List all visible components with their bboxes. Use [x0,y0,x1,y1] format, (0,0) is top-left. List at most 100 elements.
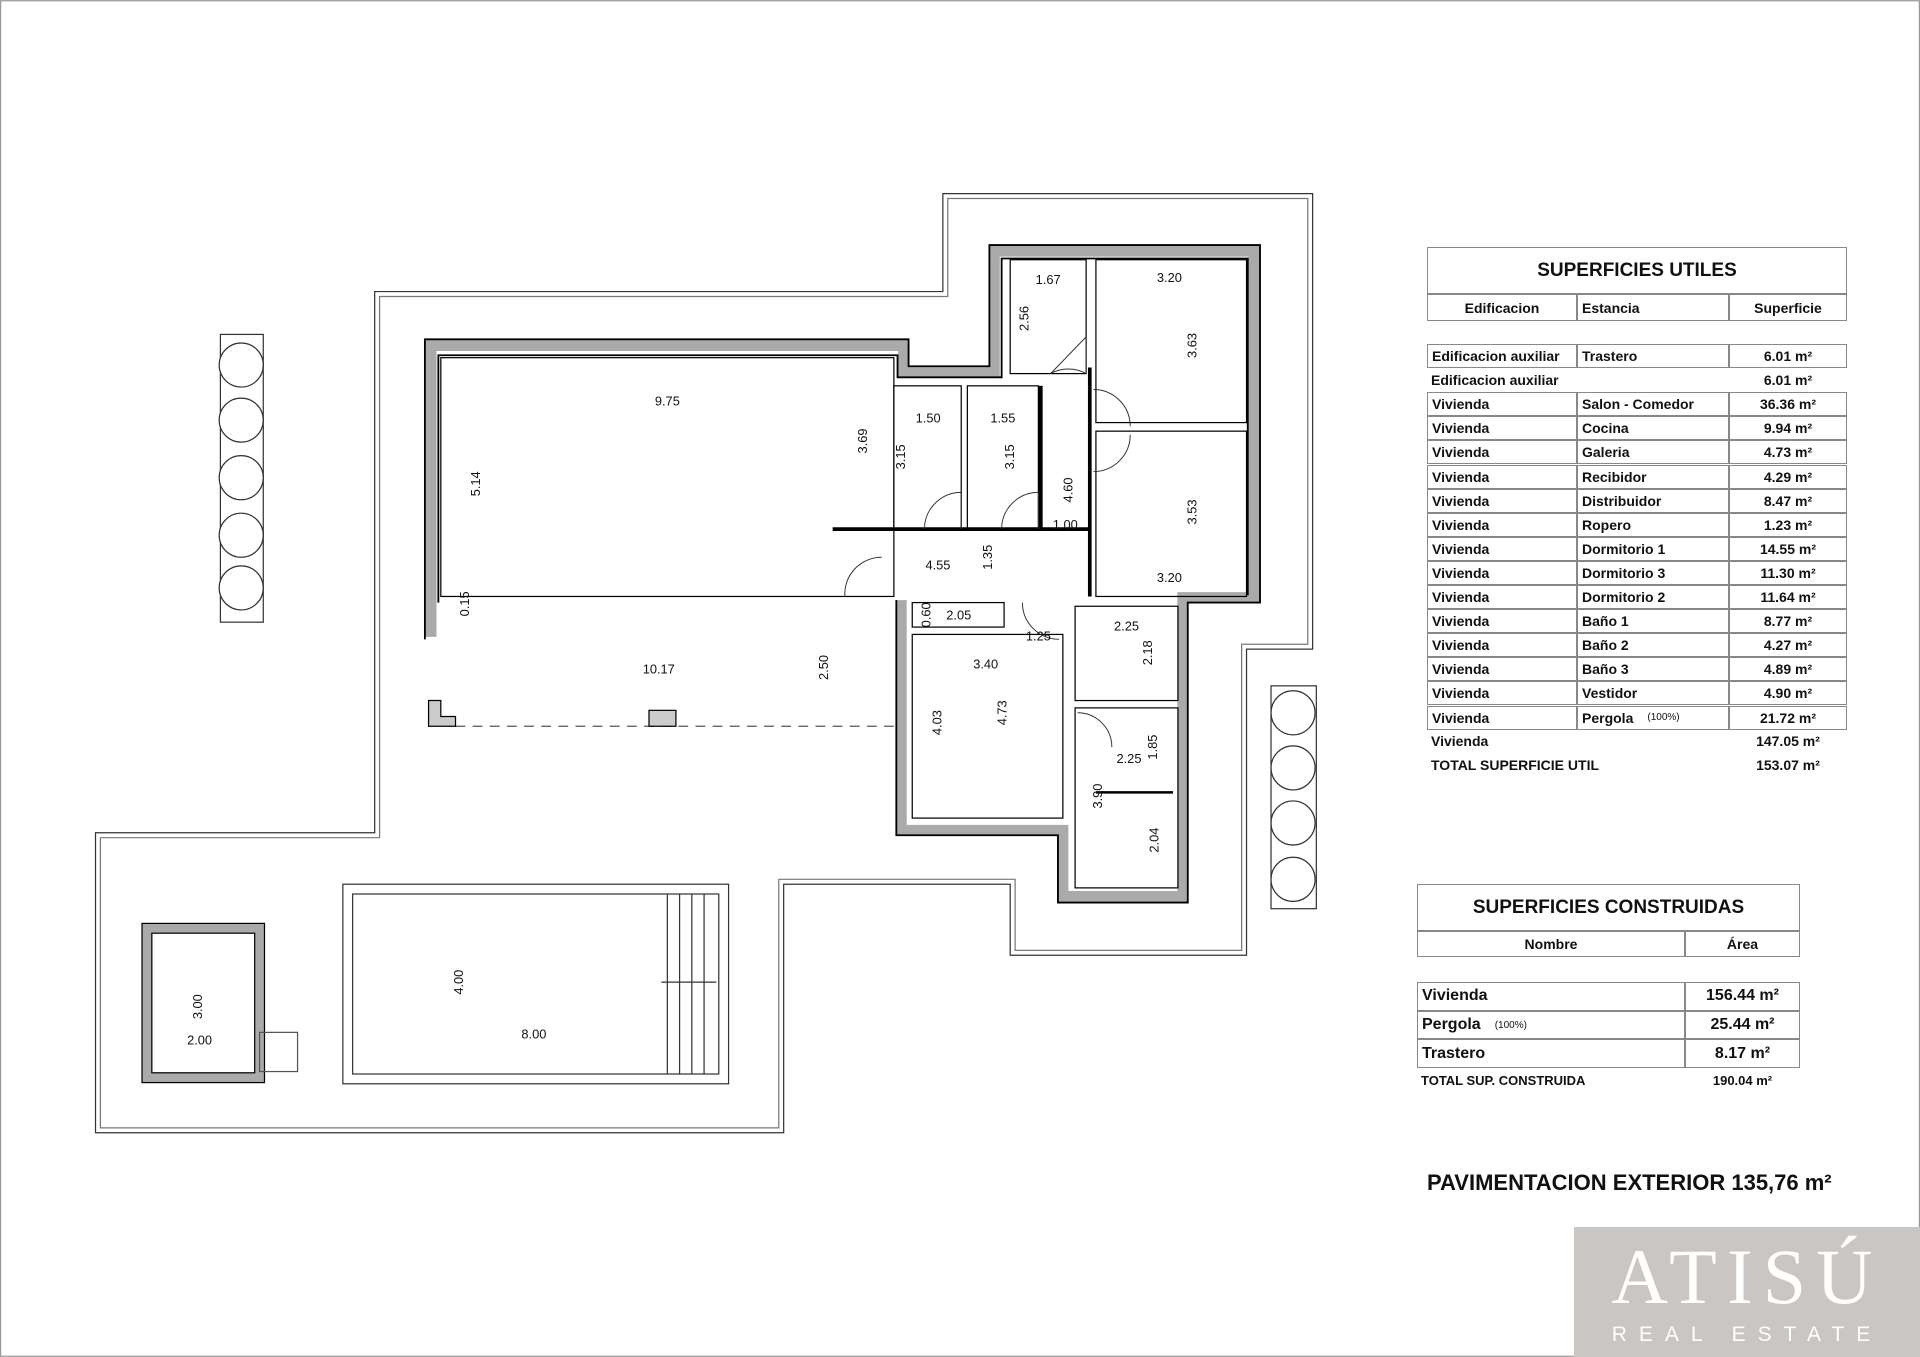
row-edificacion: Vivienda [1427,657,1577,682]
dimension-label: 3.90 [1090,784,1105,809]
row-superficie: 6.01 m² [1729,344,1847,368]
construidas-row-name: Pergola(100%) [1417,1010,1685,1040]
dimension-label: 3.00 [190,994,205,1019]
utiles-header-estancia: Estancia [1577,294,1729,321]
row-edificacion-text: Vivienda [1432,709,1490,726]
room-galeria [911,601,1005,628]
row-edificacion-text: Vivienda [1432,564,1490,581]
row-superficie-text: 4.89 m² [1763,661,1813,678]
terrace-outline [94,192,1314,1134]
row-edificacion-text: Vivienda [1432,516,1490,533]
row-superficie: 4.73 m² [1729,440,1847,465]
row-estancia-text: Distribuidor [1582,492,1662,509]
row-estancia-text: Dormitorio 2 [1582,589,1666,605]
dimension-label: 1.85 [1145,735,1160,760]
row-estancia-text: Pergola [1582,709,1634,726]
row-edificacion-text: Vivienda [1432,589,1490,605]
dimension-label: 3.69 [855,428,870,453]
row-edificacion-text: Vivienda [1432,637,1490,654]
dimension-label: 2.25 [1114,619,1139,634]
row-estancia [1577,368,1729,392]
row-edificacion-text: Vivienda [1432,685,1490,702]
construidas-row-name-text: Pergola [1422,1016,1481,1034]
dimension-label: 4.03 [930,710,945,735]
construidas-total-value: 190.04 m² [1712,1072,1773,1088]
row-estancia: Baño 2 [1577,633,1729,658]
trastero [141,922,299,1084]
row-edificacion-text: Vivienda [1432,492,1490,509]
construidas-row-value-text: 8.17 m² [1714,1044,1771,1062]
dimension-label: 1.00 [1053,517,1078,532]
utiles-total-value: 153.07 m² [1756,757,1820,773]
row-edificacion: Vivienda [1427,488,1577,513]
utiles-title: SUPERFICIES UTILES [1427,247,1847,294]
row-edificacion-text: Vivienda [1432,468,1490,485]
row-edificacion: Vivienda [1427,512,1577,537]
house-walls [423,244,1261,904]
row-edificacion: Vivienda [1427,705,1577,730]
trees-right [1270,685,1317,910]
row-edificacion: Vivienda [1427,392,1577,417]
row-edificacion-text: Vivienda [1432,613,1490,630]
row-superficie: 4.29 m² [1729,464,1847,489]
row-superficie-text: 14.55 m² [1759,540,1817,557]
row-estancia-text: Galeria [1582,444,1630,461]
pavimentacion-exterior: PAVIMENTACION EXTERIOR 135,76 m² [1427,1170,1832,1195]
row-superficie-text: 4.90 m² [1763,685,1813,702]
construidas-row-value: 8.17 m² [1685,1039,1800,1069]
row-superficie-text: 36.36 m² [1759,396,1817,413]
row-estancia: Salon - Comedor [1577,392,1729,417]
row-estancia: Galeria [1577,440,1729,465]
row-estancia-text: Cocina [1582,420,1629,437]
row-superficie: 11.64 m² [1729,585,1847,609]
dimension-label: 9.75 [655,393,680,408]
row-superficie: 4.27 m² [1729,633,1847,658]
construidas-row-name-text: Trastero [1422,1044,1486,1062]
row-superficie: 11.30 m² [1729,560,1847,585]
row-estancia: Cocina [1577,416,1729,441]
row-superficie-text: 6.01 m² [1763,348,1813,364]
row-superficie: 9.94 m² [1729,416,1847,441]
construidas-row-name-text: Vivienda [1422,987,1488,1005]
row-superficie-text: 4.73 m² [1763,444,1813,461]
dimension-label: 3.20 [1157,270,1182,285]
row-estancia: Dormitorio 3 [1577,560,1729,585]
row-edificacion: Vivienda [1427,536,1577,561]
row-edificacion: Vivienda [1427,585,1577,609]
terrace-outline-inner [99,197,1309,1129]
dimension-label: 4.00 [451,970,466,995]
construidas-row-name: Trastero [1417,1039,1685,1069]
row-estancia-text: Salon - Comedor [1582,396,1695,413]
row-superficie-text: 11.64 m² [1760,589,1816,605]
construidas-header-area: Área [1685,931,1800,957]
row-estancia: Recibidor [1577,464,1729,489]
dimension-label: 1.67 [1036,272,1061,287]
dimension-label: 1.50 [916,411,941,426]
row-edificacion-text: Vivienda [1432,444,1490,461]
row-superficie: 14.55 m² [1729,536,1847,561]
row-superficie: 1.23 m² [1729,512,1847,537]
logo-tagline: REAL ESTATE [1611,1323,1883,1346]
pergola [427,699,894,727]
row-edificacion: Vivienda [1427,633,1577,658]
row-estancia-text: Vestidor [1582,685,1638,702]
dimension-label: 2.56 [1017,306,1032,331]
row-superficie-text: 8.77 m² [1763,613,1813,630]
dimension-label: 3.40 [973,657,998,672]
row-estancia-text: Baño 3 [1582,661,1629,678]
row-edificacion: Vivienda [1427,440,1577,465]
row-estancia: Pergola(100%) [1577,705,1729,730]
row-superficie: 4.89 m² [1729,657,1847,682]
atisu-logo: ATISÚ REAL ESTATE [1574,1227,1920,1357]
dimension-label: 1.35 [980,545,995,570]
row-superficie: 36.36 m² [1729,392,1847,417]
row-estancia-text: Recibidor [1582,468,1647,485]
row-estancia-text: Baño 2 [1582,637,1629,654]
construidas-title: SUPERFICIES CONSTRUIDAS [1417,884,1800,931]
row-estancia-text: Dormitorio 1 [1582,540,1666,557]
row-superficie: 21.72 m² [1729,705,1847,730]
row-superficie: 6.01 m² [1729,368,1847,392]
row-superficie-text: 21.72 m² [1759,709,1817,726]
